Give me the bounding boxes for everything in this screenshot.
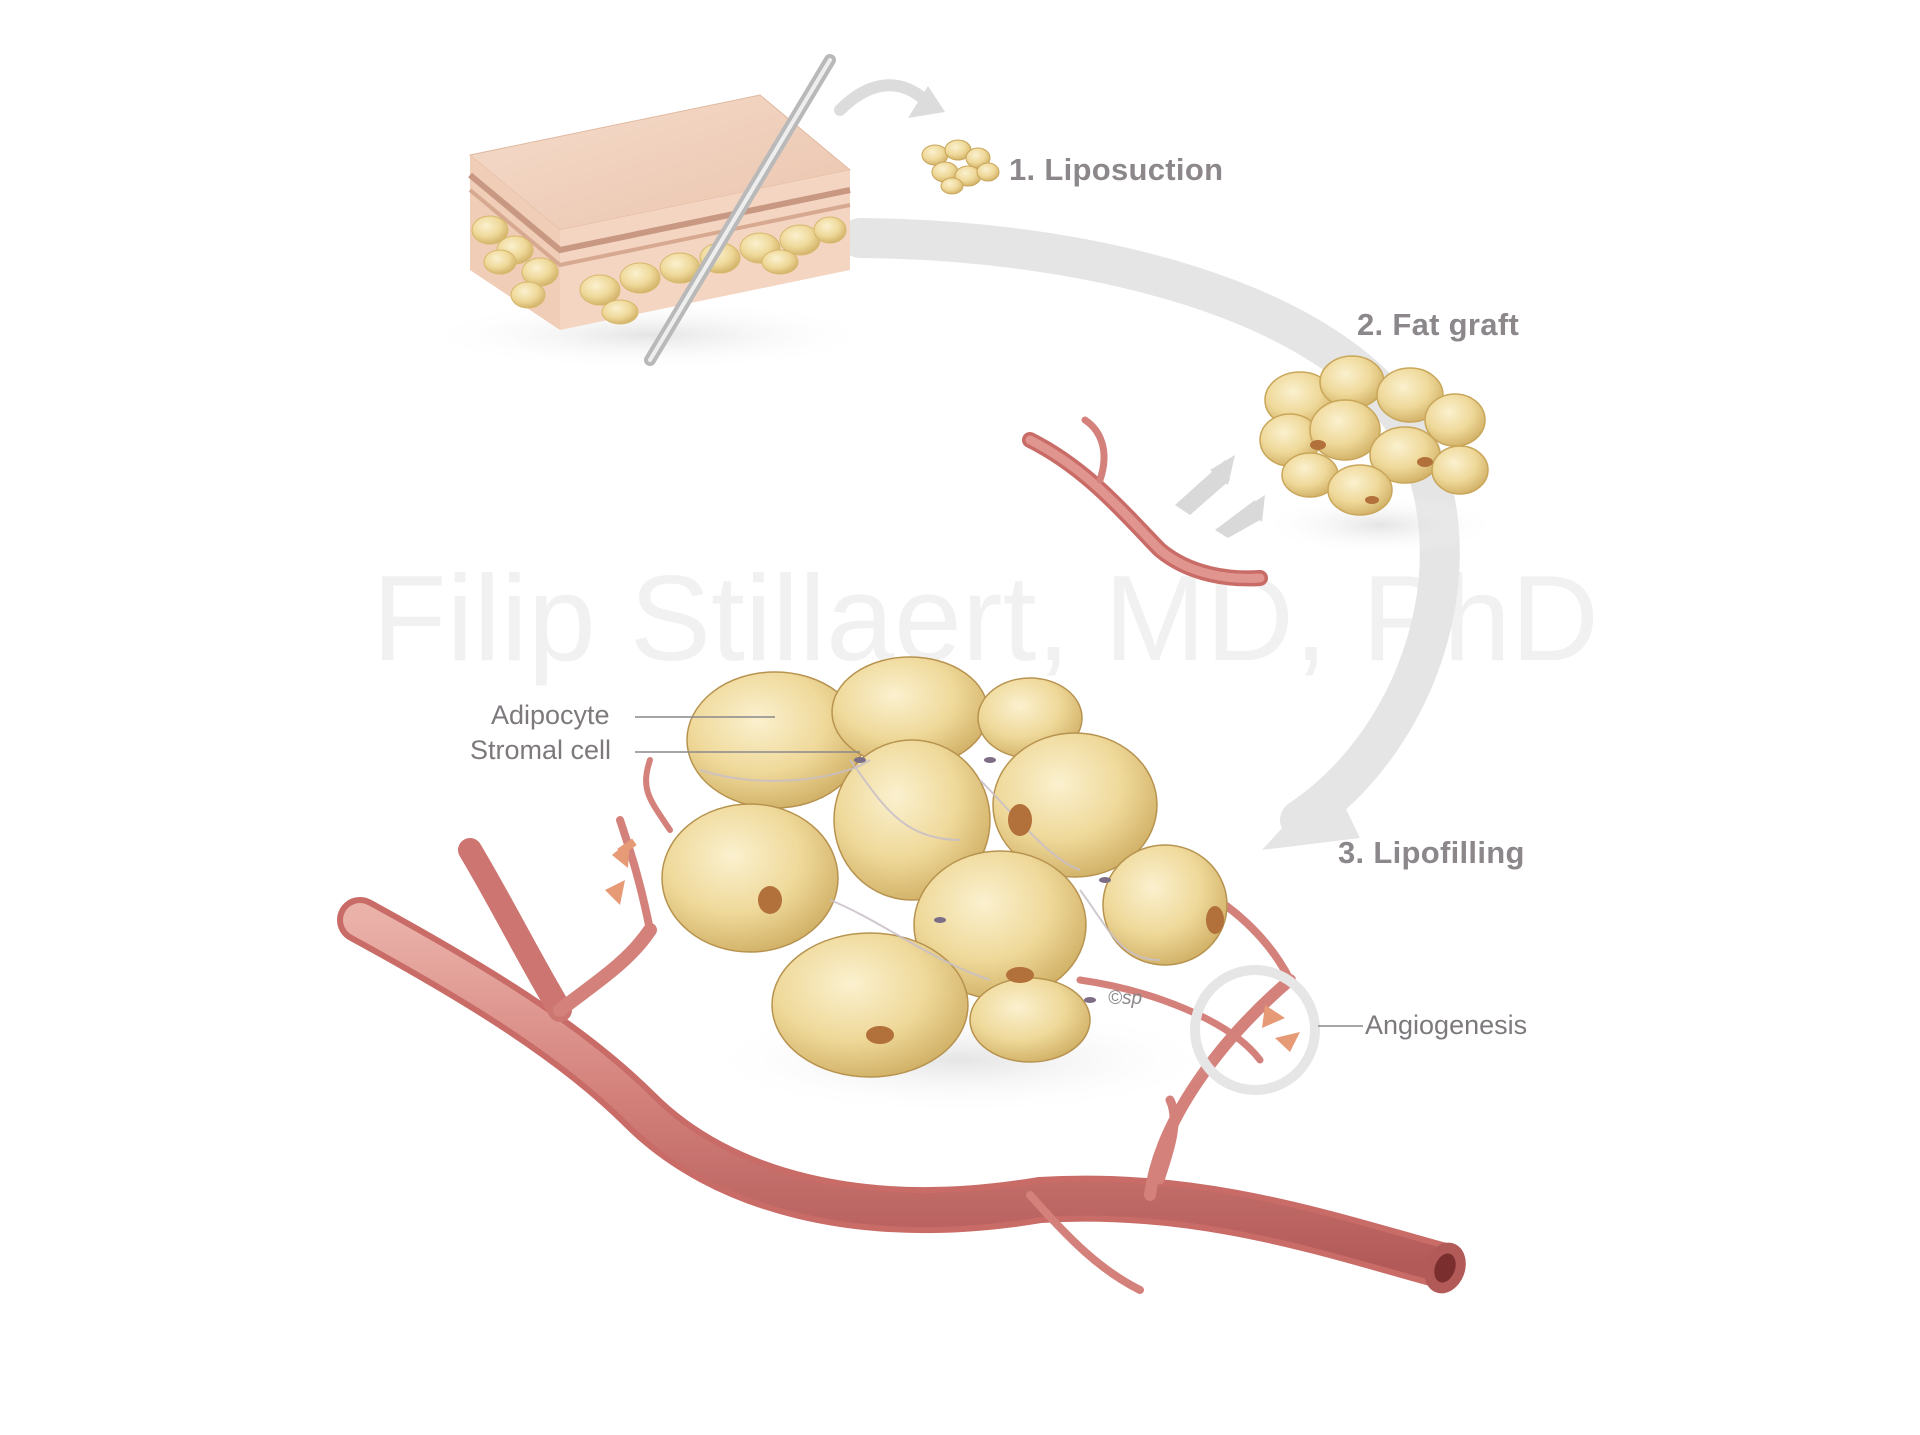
angiogenesis-circle [1190,965,1320,1095]
fat-graft-cluster [1259,355,1500,555]
step-lipofilling-label: 3. Lipofilling [1338,835,1525,870]
callout-leader-lines [635,716,1363,1027]
extraction-arrow [834,79,945,118]
vessel-lumen [1424,1242,1466,1294]
liposuction-sample [921,139,1000,195]
small-vessel [1022,416,1268,587]
angiogenesis-orange-arrows [605,838,1300,1052]
watermark-text: Filip Stillaert, MD, PhD [372,550,1600,686]
angiogenesis-callout: Angiogenesis [1365,1010,1528,1040]
angiogenesis-sprouts [643,757,1264,1064]
artist-credit: ©sp [1108,988,1143,1009]
skin-tissue-block [420,54,880,370]
lipofilling-fat-cluster [661,656,1228,1115]
adipocyte-callout: Adipocyte [491,700,610,730]
stromal-cell-callout: Stromal cell [470,735,612,765]
step-fat-graft-label: 2. Fat graft [1357,307,1520,342]
step-liposuction-label: 1. Liposuction [1009,152,1224,187]
migration-arrows-small [1175,455,1265,538]
